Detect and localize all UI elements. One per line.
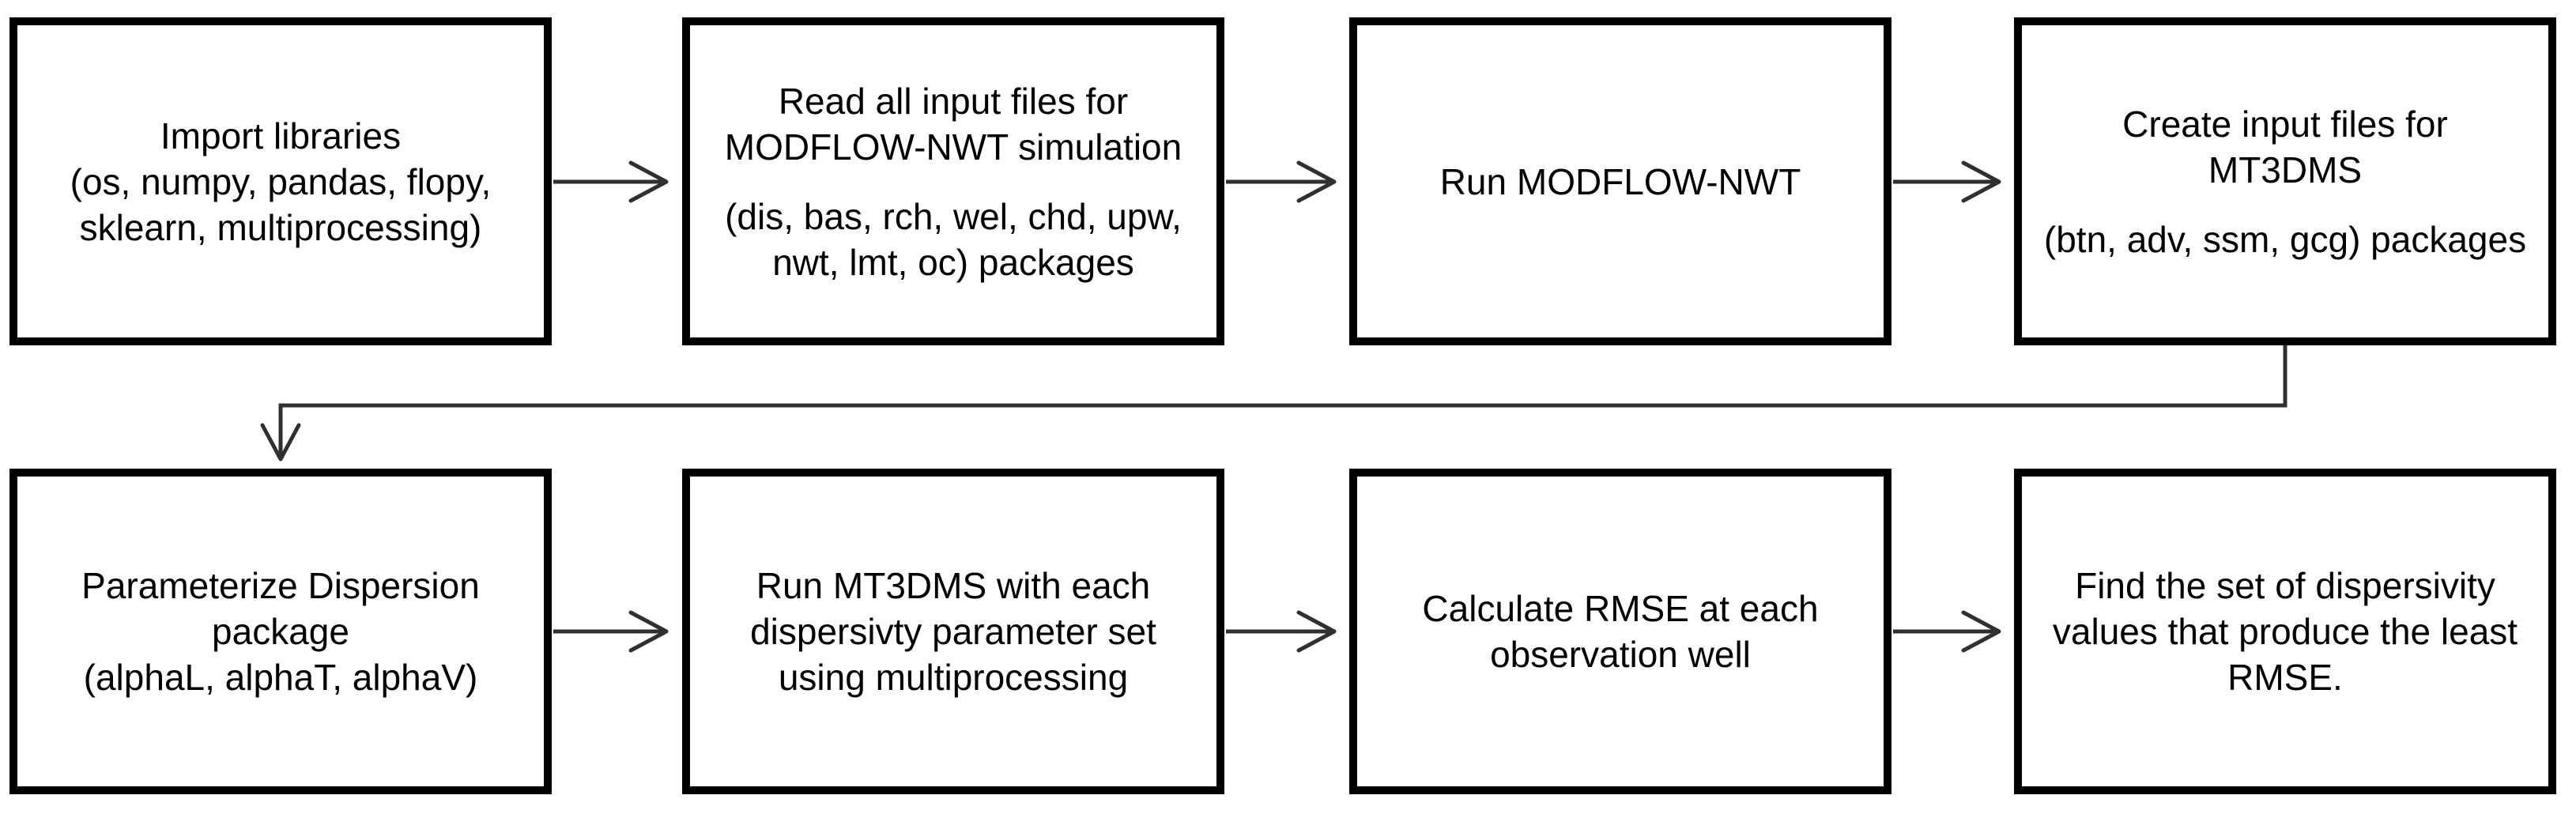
flow-step-calculate-rmse: Calculate RMSE at each observation well — [1349, 469, 1891, 794]
arrow-right-icon — [1296, 610, 1337, 653]
step-text-packages: (btn, adv, ssm, gcg) packages — [2043, 218, 2527, 260]
flow-step-parameterize-dispersion-package: Parameterize Dispersion package (alphaL,… — [9, 469, 552, 794]
arrow-right-icon — [628, 610, 669, 653]
step-text: Import libraries (os, numpy, pandas, flo… — [70, 115, 492, 248]
step-text: Parameterize Dispersion package (alphaL,… — [81, 565, 480, 698]
step-text: Run MT3DMS with each dispersivty paramet… — [750, 565, 1156, 698]
connector-step7-step8 — [1893, 610, 2001, 653]
flow-step-read-modflow-input-files: Read all input files for MODFLOW-NWT sim… — [682, 17, 1224, 345]
connector-step5-step6 — [553, 610, 669, 653]
arrow-right-icon — [1961, 610, 2001, 653]
step-text: Create input files for MT3DMS — [2122, 103, 2448, 190]
flow-step-import-libraries: Import libraries (os, numpy, pandas, flo… — [9, 17, 552, 345]
connector-step2-step3 — [1226, 160, 1337, 203]
flow-step-run-modflow-nwt: Run MODFLOW-NWT — [1349, 17, 1891, 345]
arrow-down-icon — [260, 423, 301, 462]
step-text: Calculate RMSE at each observation well — [1422, 588, 1819, 675]
arrow-right-icon — [628, 160, 669, 203]
connector-step1-step2 — [553, 160, 669, 203]
flow-step-create-mt3dms-input-files: Create input files for MT3DMS (btn, adv,… — [2014, 17, 2556, 345]
connector-step3-step4 — [1893, 160, 2001, 203]
step-text: Read all input files for MODFLOW-NWT sim… — [724, 80, 1182, 168]
connector-step4-step5 — [260, 345, 2287, 462]
arrow-right-icon — [1961, 160, 2001, 203]
step-text: Run MODFLOW-NWT — [1439, 160, 1801, 202]
flow-step-run-mt3dms-multiprocessing: Run MT3DMS with each dispersivty paramet… — [682, 469, 1224, 794]
connector-step6-step7 — [1226, 610, 1337, 653]
step-text-packages: (dis, bas, rch, wel, chd, upw, nwt, lmt,… — [725, 195, 1182, 283]
step-text: Find the set of dispersivity values that… — [2052, 565, 2518, 698]
flow-step-find-least-rmse-set: Find the set of dispersivity values that… — [2014, 469, 2556, 794]
arrow-right-icon — [1296, 160, 1337, 203]
